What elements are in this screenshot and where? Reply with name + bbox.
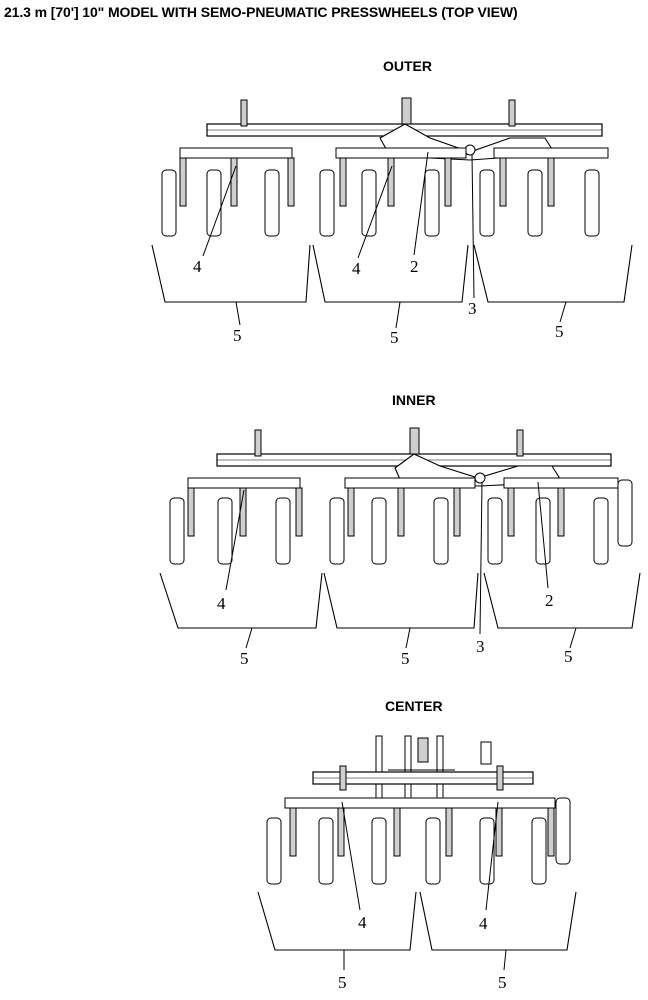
center-view-drawing: 4 4 5 5 xyxy=(257,735,577,992)
center-callouts: 4 4 5 5 xyxy=(338,913,507,992)
callout-5: 5 xyxy=(233,326,242,345)
center-leader-lines xyxy=(341,801,507,971)
callout-4: 4 xyxy=(479,914,488,933)
center-view-label: CENTER xyxy=(385,698,443,714)
inner-view-label: INNER xyxy=(392,392,436,408)
callout-4: 4 xyxy=(217,594,226,613)
callout-2: 2 xyxy=(410,257,419,276)
callout-5: 5 xyxy=(555,322,564,341)
callout-5: 5 xyxy=(240,649,249,668)
diagram-title: 21.3 m [70'] 10" MODEL WITH SEMO-PNEUMAT… xyxy=(4,4,518,20)
outer-view-label: OUTER xyxy=(383,58,432,74)
outer-openers xyxy=(179,157,555,207)
inner-section-brackets xyxy=(159,572,641,629)
callout-5: 5 xyxy=(401,649,410,668)
callout-3: 3 xyxy=(476,637,485,656)
outer-leader-lines xyxy=(202,151,567,329)
inner-openers xyxy=(187,487,565,537)
outer-callouts: 4 4 2 3 5 5 5 xyxy=(193,257,564,347)
center-section-brackets xyxy=(257,891,577,951)
callout-5: 5 xyxy=(498,973,507,992)
callout-4: 4 xyxy=(352,259,361,278)
callout-2: 2 xyxy=(545,591,554,610)
outer-tool-bars xyxy=(179,147,609,159)
outer-press-wheels xyxy=(161,169,600,237)
callout-5: 5 xyxy=(390,328,399,347)
inner-hitch-posts xyxy=(254,427,524,457)
callout-4: 4 xyxy=(358,913,367,932)
outer-section-brackets xyxy=(151,244,633,303)
inner-leader-lines xyxy=(225,481,577,649)
callout-5: 5 xyxy=(564,647,573,666)
center-drawbar xyxy=(312,771,534,785)
inner-callouts: 4 2 3 5 5 5 xyxy=(217,591,573,668)
outer-view-drawing: 4 4 2 3 5 5 5 xyxy=(151,97,633,347)
callout-3: 3 xyxy=(468,299,477,318)
callout-4: 4 xyxy=(193,257,202,276)
center-tool-bar xyxy=(284,797,556,809)
inner-view-drawing: 4 2 3 5 5 5 xyxy=(159,427,641,668)
callout-5: 5 xyxy=(338,973,347,992)
center-press-wheels xyxy=(266,797,571,885)
outer-hitch-posts xyxy=(240,97,516,127)
center-openers xyxy=(289,807,555,857)
inner-tool-bars xyxy=(187,477,619,489)
center-hitch-posts xyxy=(339,765,504,791)
